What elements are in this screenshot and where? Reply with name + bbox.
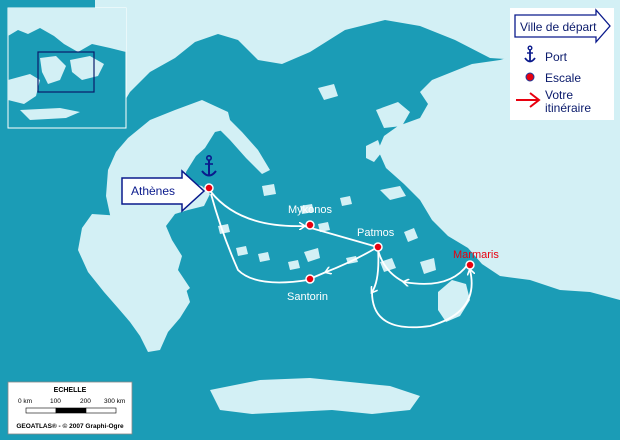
marmaris-dot: [465, 260, 475, 270]
small-island: [380, 258, 396, 272]
crete-island: [210, 378, 420, 414]
small-island: [236, 246, 248, 256]
scale-bar: [25, 407, 117, 414]
scale-tick-0: 0 km: [18, 398, 32, 405]
small-island: [288, 260, 300, 270]
small-island: [318, 222, 330, 232]
route-lines: [210, 191, 472, 329]
athens-port-marker: [201, 155, 217, 193]
scale-tick-100: 100: [50, 398, 61, 405]
city-label-santorin: Santorin: [287, 291, 328, 303]
samos-island: [380, 186, 406, 200]
inset-focus-box: [37, 51, 95, 93]
lesbos-island: [376, 102, 410, 128]
evia-island: [210, 106, 270, 174]
legend-departure-flag: Ville de départ: [514, 8, 611, 44]
legend-item-itineraire-line1: Votre: [545, 88, 573, 102]
small-island: [262, 184, 276, 196]
chios-island: [366, 140, 382, 162]
map-legend: Ville de départ Port Escale Votre itinér…: [510, 8, 614, 120]
legend-item-escale: Escale: [545, 71, 581, 85]
anchor-icon: [524, 45, 536, 63]
scale-bar-box: ECHELLE 0 km 100 200 300 km GEOATLAS® - …: [7, 381, 133, 435]
red-dot-icon: [525, 72, 535, 82]
peloponnese: [78, 214, 190, 352]
north-mainland: [95, 0, 620, 128]
legend-title: Ville de départ: [520, 20, 597, 34]
limnos-island: [318, 84, 338, 100]
athens-dot: [204, 183, 214, 193]
scale-title: ECHELLE: [54, 387, 87, 394]
small-island: [304, 248, 320, 262]
small-island: [340, 196, 352, 206]
departure-flag-athens: Athènes: [121, 169, 206, 213]
scale-tick-300: 300 km: [104, 398, 125, 405]
rhodes-island: [438, 280, 470, 322]
small-island: [420, 258, 436, 274]
departure-flag-label: Athènes: [131, 184, 175, 198]
anchor-icon: [201, 155, 217, 177]
small-island: [258, 252, 270, 262]
patmos-dot: [373, 242, 383, 252]
scale-credit: GEOATLAS® - © 2007 Graphi-Ogre: [16, 422, 124, 430]
legend-item-itineraire-line2: itinéraire: [545, 101, 591, 115]
inset-locator-map: [7, 7, 127, 129]
scale-tick-200: 200: [80, 398, 91, 405]
small-island: [300, 204, 314, 214]
santorin-dot: [305, 274, 315, 284]
legend-item-port: Port: [545, 50, 568, 64]
city-label-patmos: Patmos: [357, 227, 395, 239]
city-label-mykonos: Mykonos: [288, 204, 333, 216]
red-arrow-icon: [516, 92, 541, 108]
city-label-marmaris: Marmaris: [453, 249, 499, 261]
mykonos-dot: [305, 220, 315, 230]
small-island: [404, 228, 418, 242]
